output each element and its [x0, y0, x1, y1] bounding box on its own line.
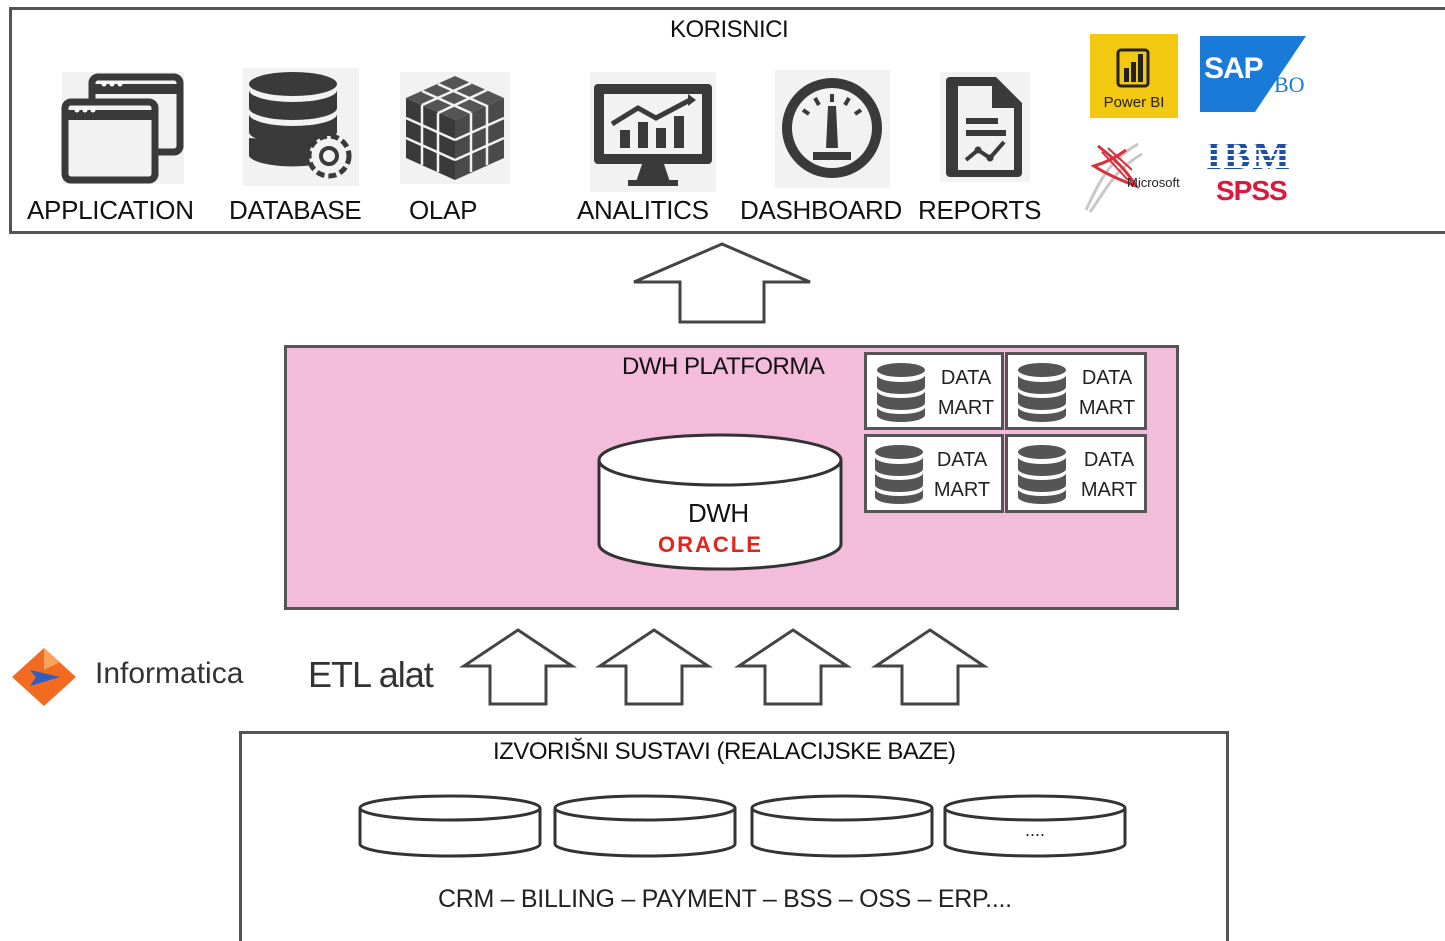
sap-bo-text: BO	[1274, 72, 1305, 97]
etl-label: ETL alat	[308, 654, 434, 695]
olap-label: OLAP	[409, 195, 478, 225]
dwh-database-icon	[597, 433, 843, 571]
data-mart-db-icon	[875, 445, 923, 504]
arrow-up-icon	[595, 628, 713, 706]
data-mart-db-icon	[877, 363, 925, 422]
users-panel-title: KORISNICI	[670, 16, 789, 43]
dashboard-label: DASHBOARD	[740, 195, 902, 225]
application-windows-icon	[61, 73, 184, 184]
informatica-logo-icon	[12, 648, 76, 706]
data-mart-db-icon	[1018, 445, 1066, 504]
report-document-icon	[946, 77, 1022, 177]
application-label: APPLICATION	[27, 195, 194, 225]
source-systems-title: IZVORIŠNI SUSTAVI (REALACIJSKE BAZE)	[493, 738, 956, 765]
powerbi-logo: Power BI	[1090, 34, 1178, 118]
database-label: DATABASE	[229, 195, 362, 225]
source-systems-list: CRM – BILLING – PAYMENT – BSS – OSS – ER…	[438, 885, 1012, 913]
sap-logo	[1200, 36, 1306, 112]
arrow-up-icon	[633, 242, 811, 324]
oracle-logo: ORACLE	[658, 532, 763, 557]
dwh-platform-title: DWH PLATFORMA	[622, 353, 825, 380]
arrow-up-icon	[734, 628, 852, 706]
arrow-up-icon	[871, 628, 989, 706]
dwh-label: DWH	[688, 498, 749, 528]
microsoft-text: Microsoft	[1127, 175, 1180, 190]
sap-text: SAP	[1204, 52, 1264, 85]
powerbi-icon	[1116, 48, 1150, 88]
data-mart-db-icon	[1018, 363, 1066, 422]
microsoft-sql-icon	[1084, 142, 1143, 213]
source-database-icon	[750, 794, 934, 858]
ibm-stripes	[1204, 142, 1308, 168]
database-gear-icon	[249, 72, 352, 179]
source-systems-panel	[239, 731, 1229, 941]
informatica-brand: Informatica	[95, 657, 244, 690]
powerbi-text: Power BI	[1103, 94, 1165, 111]
analytics-label: ANALITICS	[577, 195, 709, 225]
arrow-up-icon	[459, 628, 577, 706]
source-database-icon	[358, 794, 542, 858]
source-database-icon	[943, 794, 1127, 858]
users-panel	[9, 7, 1445, 234]
source-db-label: ....	[1024, 820, 1045, 840]
reports-label: REPORTS	[918, 195, 1042, 225]
dashboard-gauge-icon	[782, 78, 882, 178]
analytics-monitor-icon	[594, 84, 712, 186]
olap-cube-icon	[405, 76, 505, 180]
source-database-icon	[553, 794, 737, 858]
spss-text: SPSS	[1216, 175, 1288, 206]
